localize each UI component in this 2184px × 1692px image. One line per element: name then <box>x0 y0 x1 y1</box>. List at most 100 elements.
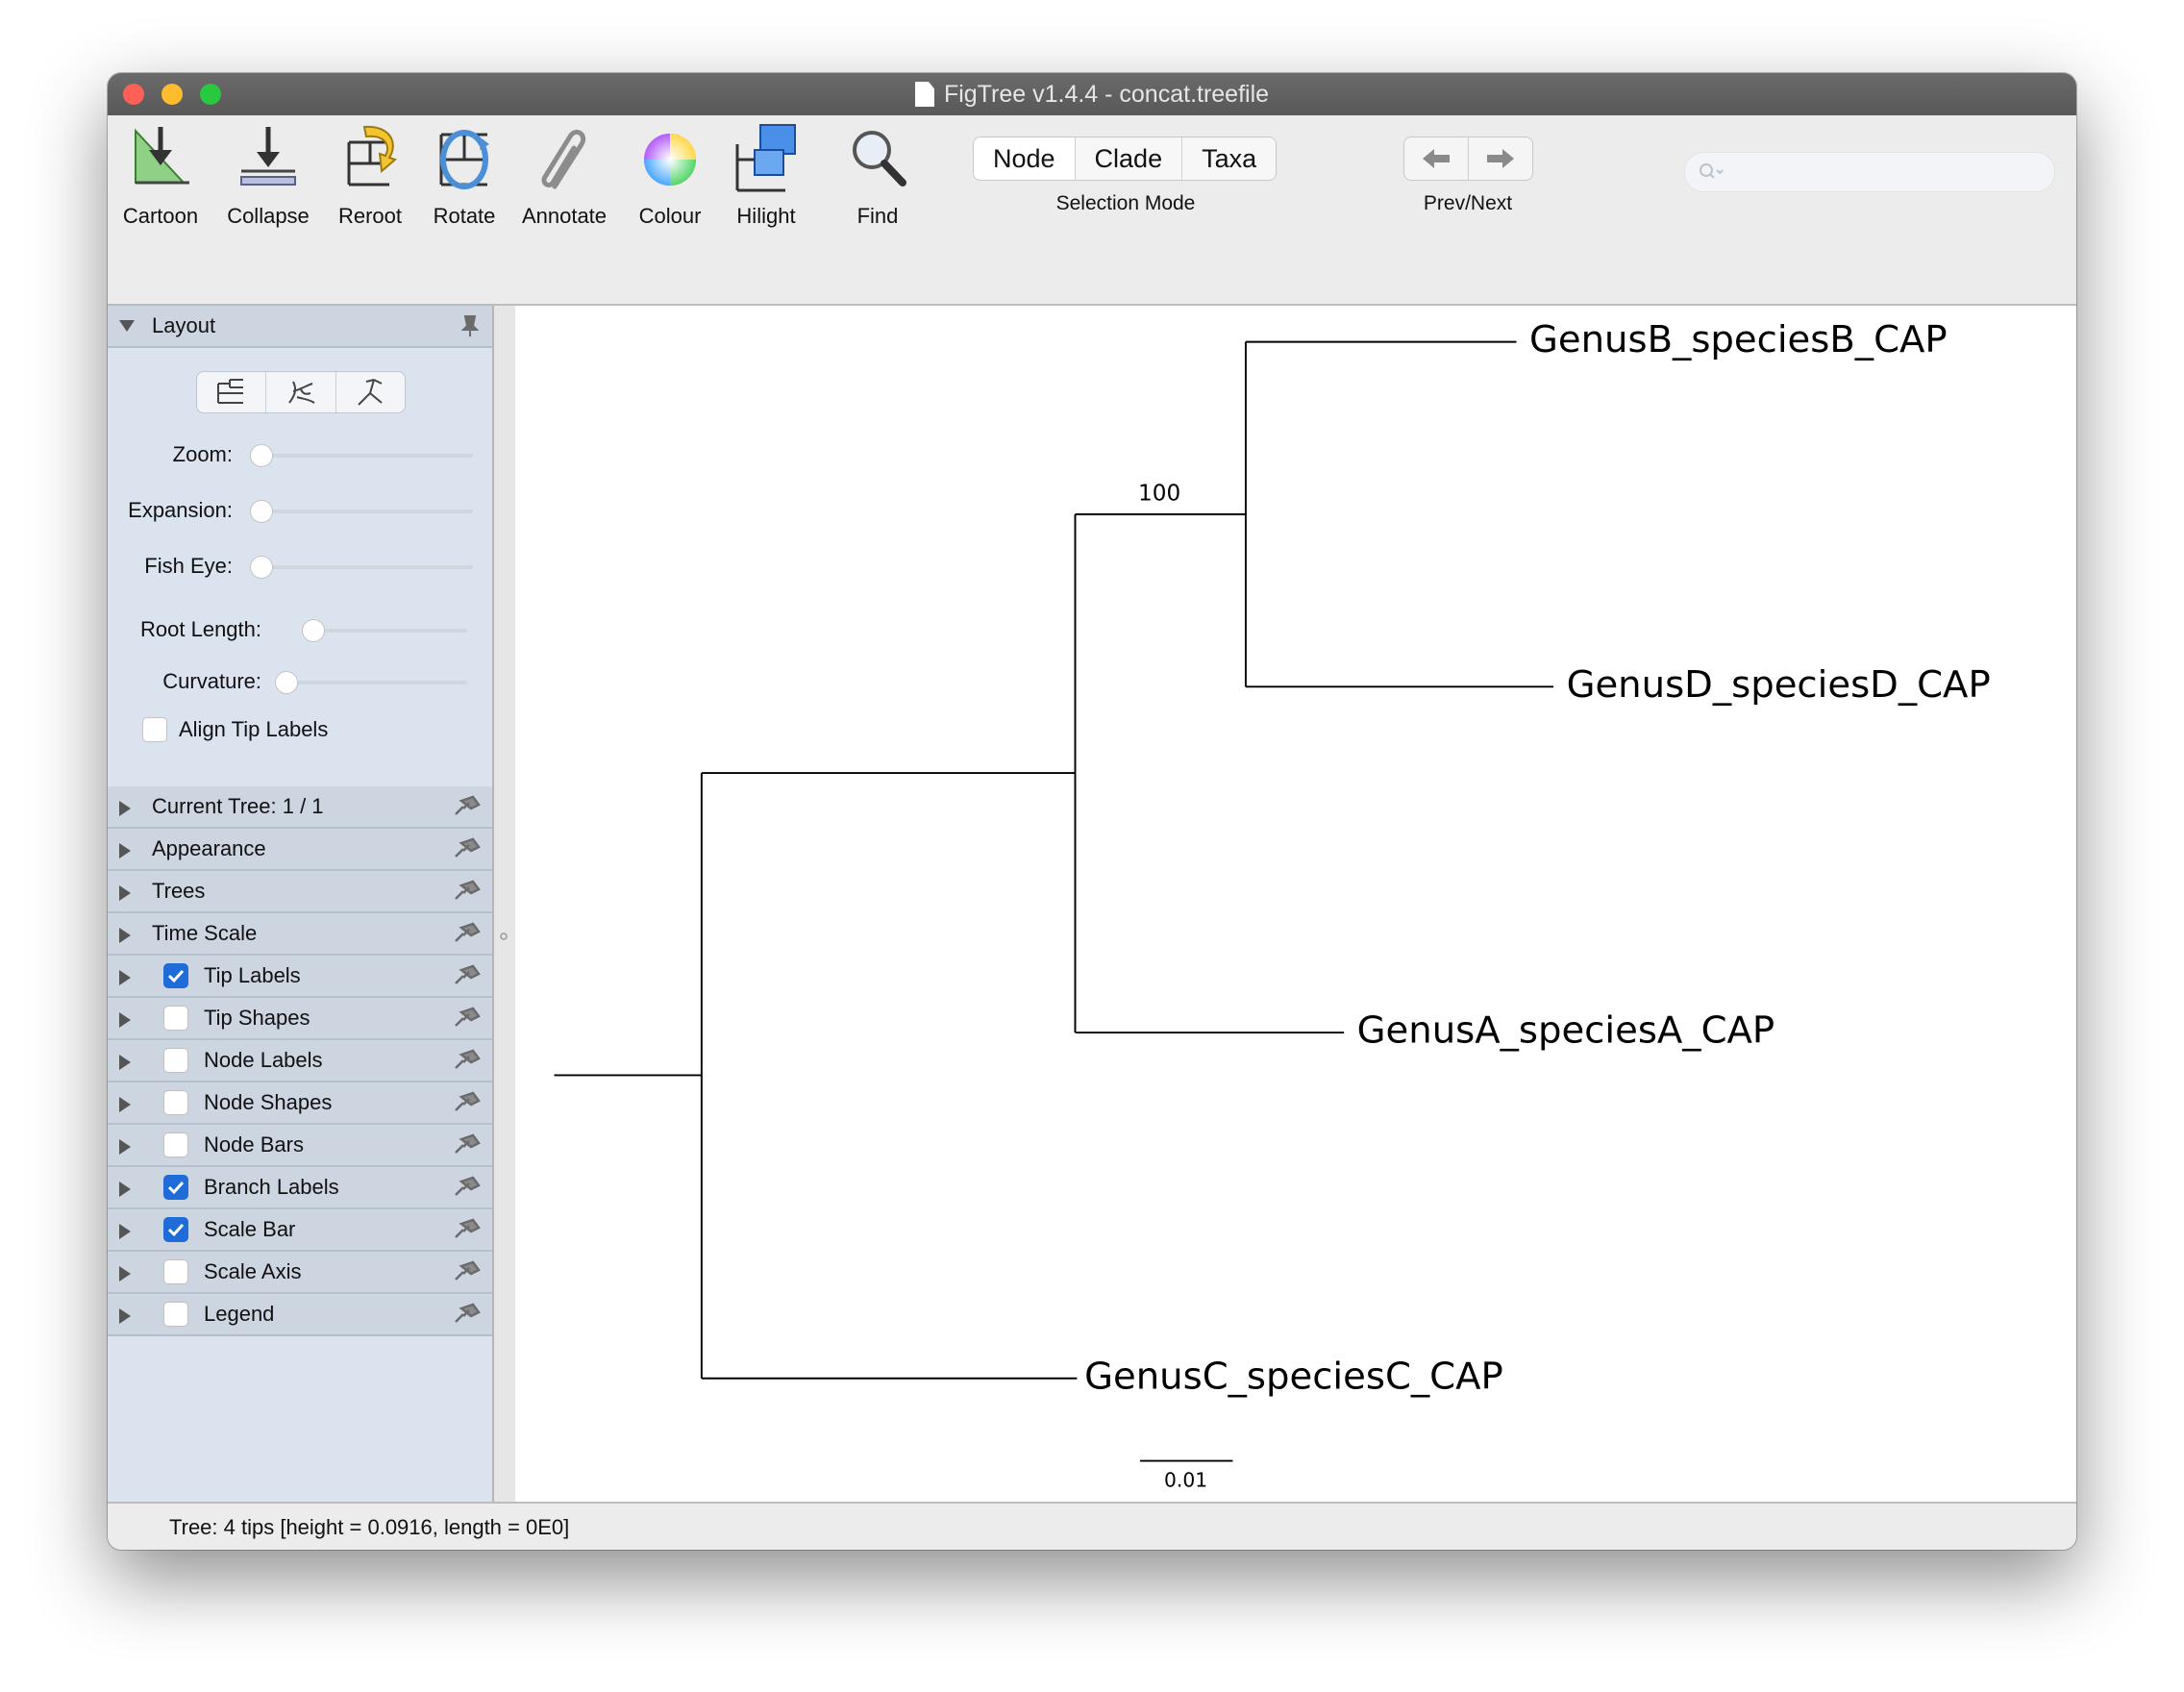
sidebar-section-branch-labels[interactable]: Branch Labels <box>108 1167 492 1209</box>
section-checkbox[interactable] <box>163 1090 188 1115</box>
section-checkbox[interactable] <box>163 1048 188 1073</box>
section-checkbox[interactable] <box>163 1217 188 1242</box>
panel-splitter[interactable] <box>492 306 517 1502</box>
triangle-right-icon <box>119 885 131 901</box>
pin-icon[interactable] <box>454 1218 481 1239</box>
window-title: FigTree v1.4.4 - concat.treefile <box>943 81 1270 108</box>
prev-next-control <box>1403 137 1533 181</box>
fish-eye-slider-track[interactable] <box>252 565 473 569</box>
reroot-button[interactable]: Reroot <box>317 121 423 229</box>
section-label: Node Labels <box>204 1048 323 1072</box>
rectangular-layout-button[interactable] <box>197 372 267 412</box>
pin-icon[interactable] <box>454 1091 481 1112</box>
pin-icon[interactable] <box>454 922 481 943</box>
splitter-grip-icon <box>500 933 508 940</box>
title-bar[interactable]: FigTree v1.4.4 - concat.treefile <box>108 73 2076 115</box>
paperclip-icon <box>541 130 585 189</box>
section-checkbox[interactable] <box>163 1006 188 1031</box>
section-checkbox[interactable] <box>163 1302 188 1327</box>
cartoon-label: Cartoon <box>122 204 199 228</box>
next-button[interactable] <box>1469 137 1532 180</box>
layout-section-header[interactable]: Layout <box>108 306 492 348</box>
search-input[interactable] <box>1727 159 2039 186</box>
collapse-icon <box>240 127 296 186</box>
sidebar-section-time-scale[interactable]: Time Scale <box>108 913 492 956</box>
section-checkbox[interactable] <box>163 963 188 988</box>
root-length-slider-knob[interactable] <box>302 619 325 642</box>
fish-eye-slider-knob[interactable] <box>250 556 273 579</box>
pin-icon[interactable] <box>454 1007 481 1028</box>
tip-label[interactable]: GenusB_speciesB_CAP <box>1529 318 1948 361</box>
status-bar: Tree: 4 tips [height = 0.0916, length = … <box>108 1502 2076 1550</box>
minimize-window-button[interactable] <box>161 84 183 105</box>
tree-canvas[interactable]: GenusB_speciesB_CAP GenusD_speciesD_CAP … <box>515 306 2076 1502</box>
zoom-slider-track[interactable] <box>252 454 473 458</box>
selection-mode-node[interactable]: Node <box>974 137 1076 180</box>
hilight-button[interactable]: Hilight <box>713 121 819 229</box>
polar-tree-icon <box>288 381 315 404</box>
colour-button[interactable]: Colour <box>617 121 723 229</box>
pin-icon[interactable] <box>454 837 481 858</box>
root-length-slider-track[interactable] <box>304 629 467 633</box>
zoom-window-button[interactable] <box>200 84 221 105</box>
colour-wheel-icon <box>644 134 696 186</box>
search-field[interactable] <box>1684 152 2055 192</box>
tree-drawing: GenusB_speciesB_CAP GenusD_speciesD_CAP … <box>554 318 1991 1492</box>
tip-label[interactable]: GenusD_speciesD_CAP <box>1567 663 1991 707</box>
curvature-slider-track[interactable] <box>277 681 467 684</box>
expansion-slider-track[interactable] <box>252 510 473 513</box>
find-button[interactable]: Find <box>825 121 931 229</box>
arrow-left-icon <box>1423 149 1450 168</box>
sidebar-section-appearance[interactable]: Appearance <box>108 829 492 871</box>
polar-layout-button[interactable] <box>266 372 336 412</box>
pin-icon[interactable] <box>454 1303 481 1324</box>
hilight-icon <box>735 124 796 192</box>
sidebar-section-node-bars[interactable]: Node Bars <box>108 1125 492 1167</box>
sidebar-section-current-tree-1-1[interactable]: Current Tree: 1 / 1 <box>108 786 492 829</box>
pin-icon[interactable] <box>454 795 481 816</box>
align-tip-labels-checkbox[interactable] <box>142 717 167 742</box>
sidebar-section-node-shapes[interactable]: Node Shapes <box>108 1082 492 1125</box>
section-checkbox[interactable] <box>163 1259 188 1284</box>
pin-icon[interactable] <box>454 880 481 901</box>
zoom-slider-knob[interactable] <box>250 444 273 467</box>
sidebar-section-scale-bar[interactable]: Scale Bar <box>108 1209 492 1252</box>
sidebar-section-legend[interactable]: Legend <box>108 1294 492 1336</box>
sidebar-section-scale-axis[interactable]: Scale Axis <box>108 1252 492 1294</box>
triangle-right-icon <box>119 1182 131 1197</box>
sidebar-section-node-labels[interactable]: Node Labels <box>108 1040 492 1082</box>
collapse-button[interactable]: Collapse <box>215 121 321 229</box>
sidebar-section-tip-shapes[interactable]: Tip Shapes <box>108 998 492 1040</box>
section-label: Current Tree: 1 / 1 <box>152 794 324 818</box>
section-label: Legend <box>204 1302 275 1326</box>
triangle-right-icon <box>119 1266 131 1281</box>
radial-layout-button[interactable] <box>336 372 405 412</box>
pin-icon[interactable] <box>454 1133 481 1155</box>
pin-icon[interactable] <box>459 314 481 337</box>
pin-icon[interactable] <box>454 1260 481 1281</box>
section-checkbox[interactable] <box>163 1132 188 1157</box>
pin-icon[interactable] <box>454 1049 481 1070</box>
reroot-label: Reroot <box>337 204 403 228</box>
figtree-window: FigTree v1.4.4 - concat.treefile Cartoon… <box>108 73 2076 1550</box>
tip-label[interactable]: GenusA_speciesA_CAP <box>1357 1009 1775 1053</box>
selection-mode-control[interactable]: Node Clade Taxa <box>973 137 1278 181</box>
curvature-slider-knob[interactable] <box>275 671 298 694</box>
prev-button[interactable] <box>1404 137 1469 180</box>
close-window-button[interactable] <box>123 84 144 105</box>
annotate-button[interactable]: Annotate <box>511 121 617 229</box>
cartoon-button[interactable]: Cartoon <box>108 121 213 229</box>
rotate-button[interactable]: Rotate <box>411 121 517 229</box>
expansion-slider-knob[interactable] <box>250 500 273 523</box>
document-icon <box>914 82 934 107</box>
sidebar-section-trees[interactable]: Trees <box>108 871 492 913</box>
triangle-right-icon <box>119 1308 131 1324</box>
selection-mode-taxa[interactable]: Taxa <box>1202 144 1257 173</box>
section-checkbox[interactable] <box>163 1175 188 1200</box>
pin-icon[interactable] <box>454 964 481 985</box>
selection-mode-clade[interactable]: Clade <box>1076 137 1183 180</box>
sidebar-section-tip-labels[interactable]: Tip Labels <box>108 956 492 998</box>
triangle-right-icon <box>119 1055 131 1070</box>
pin-icon[interactable] <box>454 1176 481 1197</box>
tip-label[interactable]: GenusC_speciesC_CAP <box>1084 1355 1503 1398</box>
